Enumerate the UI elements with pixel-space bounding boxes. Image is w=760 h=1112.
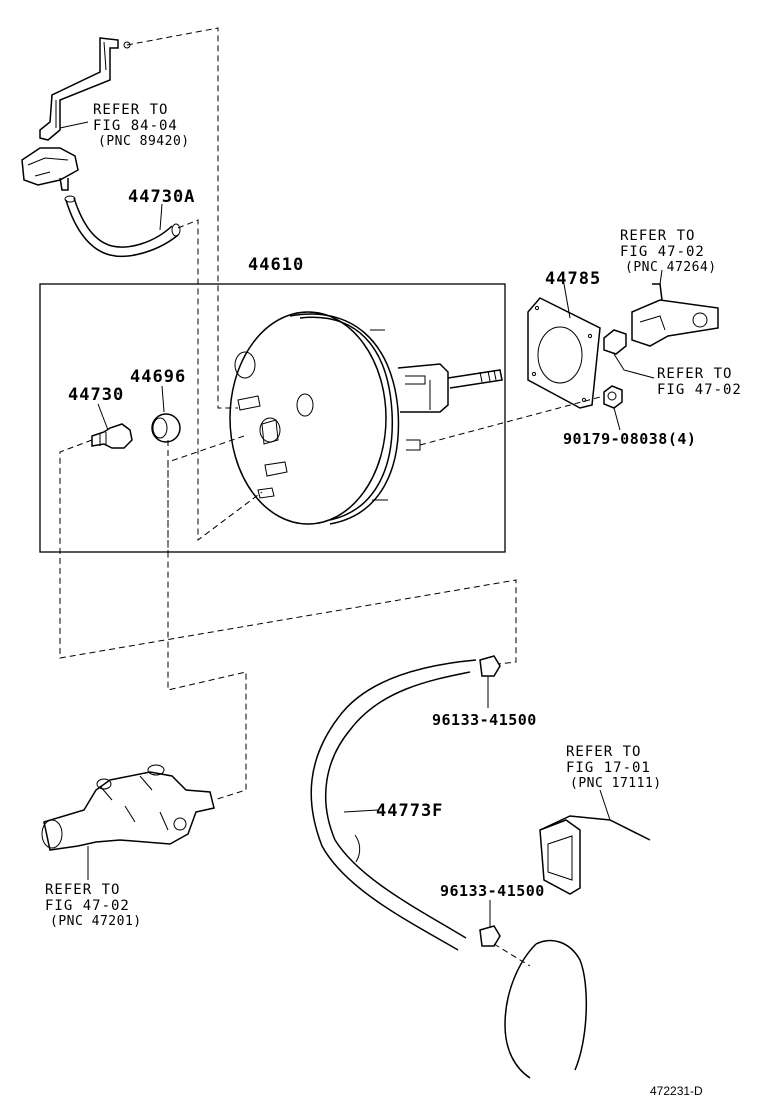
label-44610: 44610 [248,255,304,275]
ref-47-02c-line1: REFER TO [45,882,120,898]
grommet-44696 [151,413,181,443]
brake-booster-44610 [229,311,503,525]
ref-47-02a-line3: (PNC 47264) [625,260,717,275]
ref-47-02c-line2: FIG 47-02 [45,898,130,914]
label-44696: 44696 [130,367,186,387]
leader-lines [59,121,663,928]
vacuum-hose-44773f [310,659,477,951]
label-96133-41500-bottom: 96133-41500 [440,882,545,900]
ref-17-01-line3: (PNC 17111) [570,776,662,791]
label-44730: 44730 [68,385,124,405]
hose-clamp-top [479,655,501,677]
label-96133-41500-top: 96133-41500 [432,711,537,729]
label-44730a: 44730A [128,187,195,207]
intake-manifold-17111 [504,815,651,1079]
dashed-leaders [59,27,605,967]
vacuum-sensor-bracket [21,37,131,191]
check-valve-44730 [91,423,133,449]
ref-84-04-line2: FIG 84-04 [93,118,178,134]
label-90179-08038: 90179-08038(4) [563,430,696,448]
illustration-code: 472231-D [650,1084,703,1098]
vacuum-hose-44730a [64,195,181,257]
hose-clamp-bottom [479,925,501,947]
assembly-frame [39,283,506,553]
ref-47-02b-line1: REFER TO [657,366,732,382]
nut-90179 [603,385,623,409]
label-44785: 44785 [545,269,601,289]
ref-47-02b-line2: FIG 47-02 [657,382,742,398]
ref-47-02a-line2: FIG 47-02 [620,244,705,260]
ref-47-02c-line3: (PNC 47201) [50,914,142,929]
ref-84-04-line3: (PNC 89420) [98,134,190,149]
pedal-bracket-47264 [603,283,719,355]
ref-17-01-line1: REFER TO [566,744,641,760]
ref-47-02a-line1: REFER TO [620,228,695,244]
ref-17-01-line2: FIG 17-01 [566,760,651,776]
label-44773f: 44773F [376,801,443,821]
gasket-44785 [527,297,601,409]
master-cylinder-47201 [41,764,215,851]
ref-84-04-line1: REFER TO [93,102,168,118]
